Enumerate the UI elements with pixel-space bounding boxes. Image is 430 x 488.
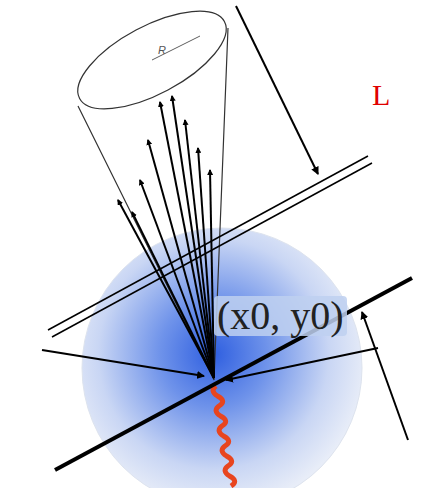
photon-line [213,386,235,486]
particle-arrows [118,96,214,378]
point-label: (x0, y0) [214,296,347,336]
overlap-region [82,228,362,488]
radius-label: R [158,45,166,56]
cone-radius [152,36,200,60]
line-l [55,278,412,470]
double-line [52,163,372,337]
length-label: L [372,80,390,110]
arrows [42,6,408,440]
cone-top [64,0,241,129]
cone-edge [78,28,228,380]
